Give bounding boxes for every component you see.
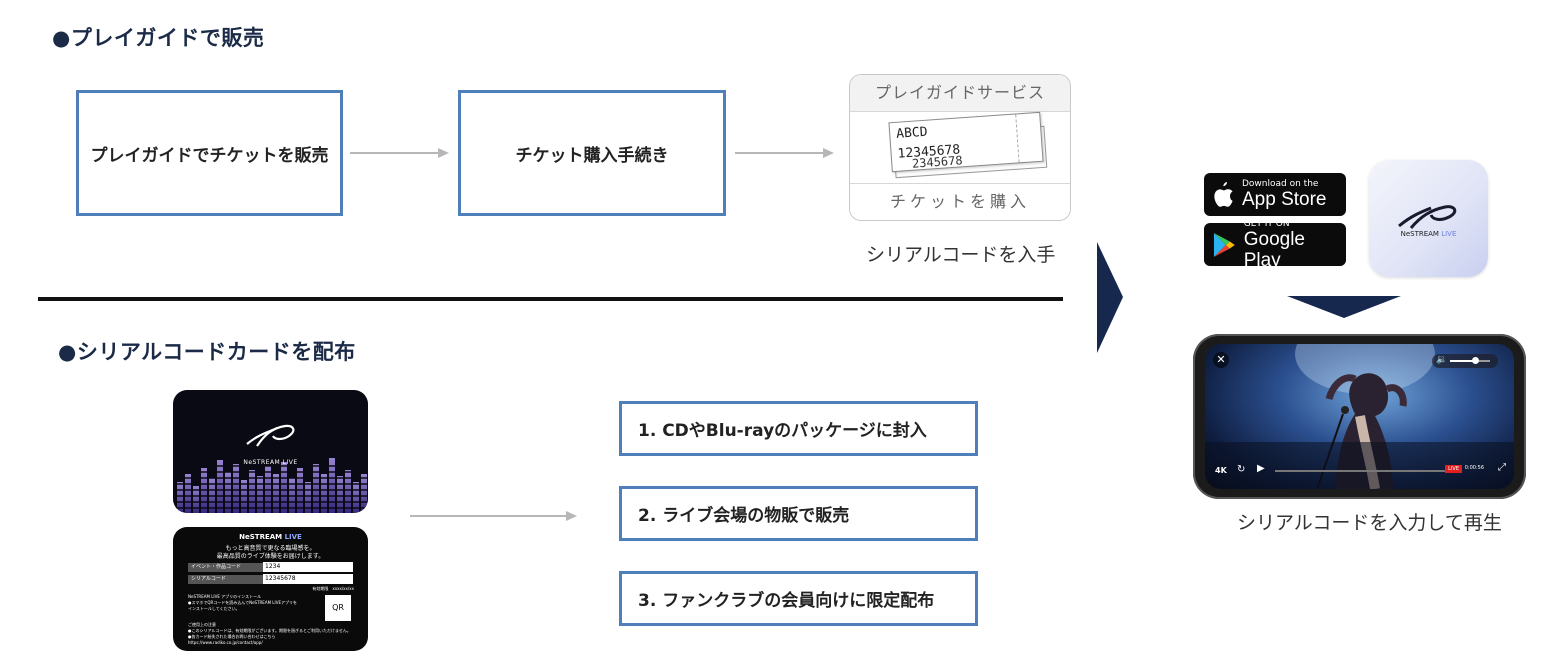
- phone-screen: ✕ 🔉 4K ↻ ▶ LIVE 0:00:56 ⤢: [1205, 344, 1514, 489]
- play-with-serial-caption: シリアルコードを入力して再生: [1237, 512, 1502, 534]
- qr-code-box: QR: [325, 595, 351, 621]
- close-icon[interactable]: ✕: [1213, 352, 1229, 368]
- connector-arrow-2: [735, 148, 834, 158]
- app-store-small-text: Download on the: [1242, 179, 1319, 189]
- field2-label: シリアルコード: [188, 575, 263, 584]
- card-back-notes-4: https://www.radiko.co.jp/contact/app/: [188, 640, 263, 645]
- app-icon-label: NeSTREAM LIVE: [1369, 230, 1488, 238]
- card-back-brand-b: LIVE: [284, 533, 302, 541]
- google-play-small-text: GET IT ON: [1243, 218, 1290, 229]
- card-back-tagline-1: もっと高音質で更なる臨場感を。: [225, 545, 316, 552]
- section2-heading: ●シリアルコードカードを配布: [58, 340, 356, 364]
- playback-time: 0:00:56: [1464, 465, 1484, 471]
- volume-slider[interactable]: 🔉: [1432, 354, 1498, 368]
- concert-performer-image: [1205, 344, 1514, 489]
- app-icon-label-b: LIVE: [1438, 230, 1457, 238]
- option-box-venue-merch: 2. ライブ会場の物販で販売: [619, 486, 978, 541]
- play-icon[interactable]: ▶: [1257, 463, 1265, 474]
- nestream-app-icon[interactable]: NeSTREAM LIVE: [1369, 160, 1488, 277]
- app-icon-label-a: NeSTREAM: [1400, 230, 1439, 238]
- serial-card-front: NeSTREAM LIVE: [173, 390, 368, 513]
- card-back-install-3: インストールしてください。: [188, 606, 240, 611]
- connector-arrow-1: [350, 148, 449, 158]
- card-back-install-1: NeSTREAM LIVE アプリのインストール: [188, 594, 262, 599]
- step-box-ticket-purchase: チケット購入手続き: [458, 90, 726, 216]
- apple-icon: [1214, 181, 1233, 207]
- card-back-notes-1: ご使用上の注意: [188, 622, 216, 627]
- card-back-brand-a: NeSTREAM: [239, 533, 285, 541]
- navy-right-arrow: [1097, 242, 1123, 353]
- card-back-notes-3: ●各カード紛失された場合お問い合わせはこちら: [188, 634, 276, 639]
- card-front-brand: NeSTREAM LIVE: [243, 459, 298, 466]
- get-serial-code-caption: シリアルコードを入手: [866, 244, 1056, 266]
- option-box-fanclub: 3. ファンクラブの会員向けに限定配布: [619, 571, 978, 626]
- google-play-badge[interactable]: GET IT ON Google Play: [1204, 219, 1346, 271]
- card-back-brand: NeSTREAM LIVE: [173, 533, 368, 541]
- equalizer-graphic: [173, 424, 368, 513]
- connector-arrow-3: [410, 511, 577, 521]
- navy-down-arrow: [1287, 296, 1401, 318]
- nestream-logo-icon: [1398, 205, 1457, 229]
- fullscreen-icon[interactable]: ⤢: [1498, 462, 1506, 473]
- live-badge: LIVE: [1445, 465, 1462, 473]
- option-box-package: 1. CDやBlu-rayのパッケージに封入: [619, 401, 978, 456]
- field1-label: イベント・作品コード: [188, 563, 263, 572]
- section1-heading: ●プレイガイドで販売: [52, 26, 265, 50]
- quality-label[interactable]: 4K: [1215, 466, 1227, 475]
- google-play-big-text: Google Play: [1243, 228, 1305, 271]
- field1-value: 1234: [263, 562, 353, 572]
- ticket-code-abcd: ABCD: [895, 124, 929, 142]
- card-back-install-2: ●スマホでQRコードを読み込んでNeSTREAM LIVEアプリを: [188, 600, 297, 605]
- google-play-icon: [1213, 232, 1235, 257]
- ticket-card-footer: チケットを購入: [850, 183, 1070, 220]
- card-back-tagline-2: 最高品質のライブ体験をお届けします。: [216, 553, 325, 560]
- card-back-notes-2: ●このシリアルコードは、有効期限がございます。期限を過ぎるとご利用いただけません…: [188, 628, 351, 633]
- smartphone-player: ✕ 🔉 4K ↻ ▶ LIVE 0:00:56 ⤢: [1193, 334, 1526, 499]
- section-divider: [38, 297, 1063, 301]
- field2-value: 12345678: [263, 574, 353, 584]
- seek-bar[interactable]: [1275, 470, 1445, 472]
- speaker-icon: 🔉: [1436, 355, 1448, 365]
- app-store-badge[interactable]: Download on the App Store: [1204, 173, 1346, 216]
- card-back-expiry: 有効期限 xxxx/xx/xx: [312, 586, 354, 591]
- ticket-service-card: プレイガイドサービス ABCD 12345678 2345678 チケットを購入: [849, 74, 1071, 221]
- step-box-sell-at-playguide: プレイガイドでチケットを販売: [76, 90, 343, 216]
- serial-card-back: NeSTREAM LIVE もっと高音質で更なる臨場感を。 最高品質のライブ体験…: [173, 527, 368, 651]
- replay-icon[interactable]: ↻: [1237, 464, 1246, 475]
- ticket-card-header: プレイガイドサービス: [850, 75, 1070, 112]
- app-store-big-text: App Store: [1242, 189, 1327, 210]
